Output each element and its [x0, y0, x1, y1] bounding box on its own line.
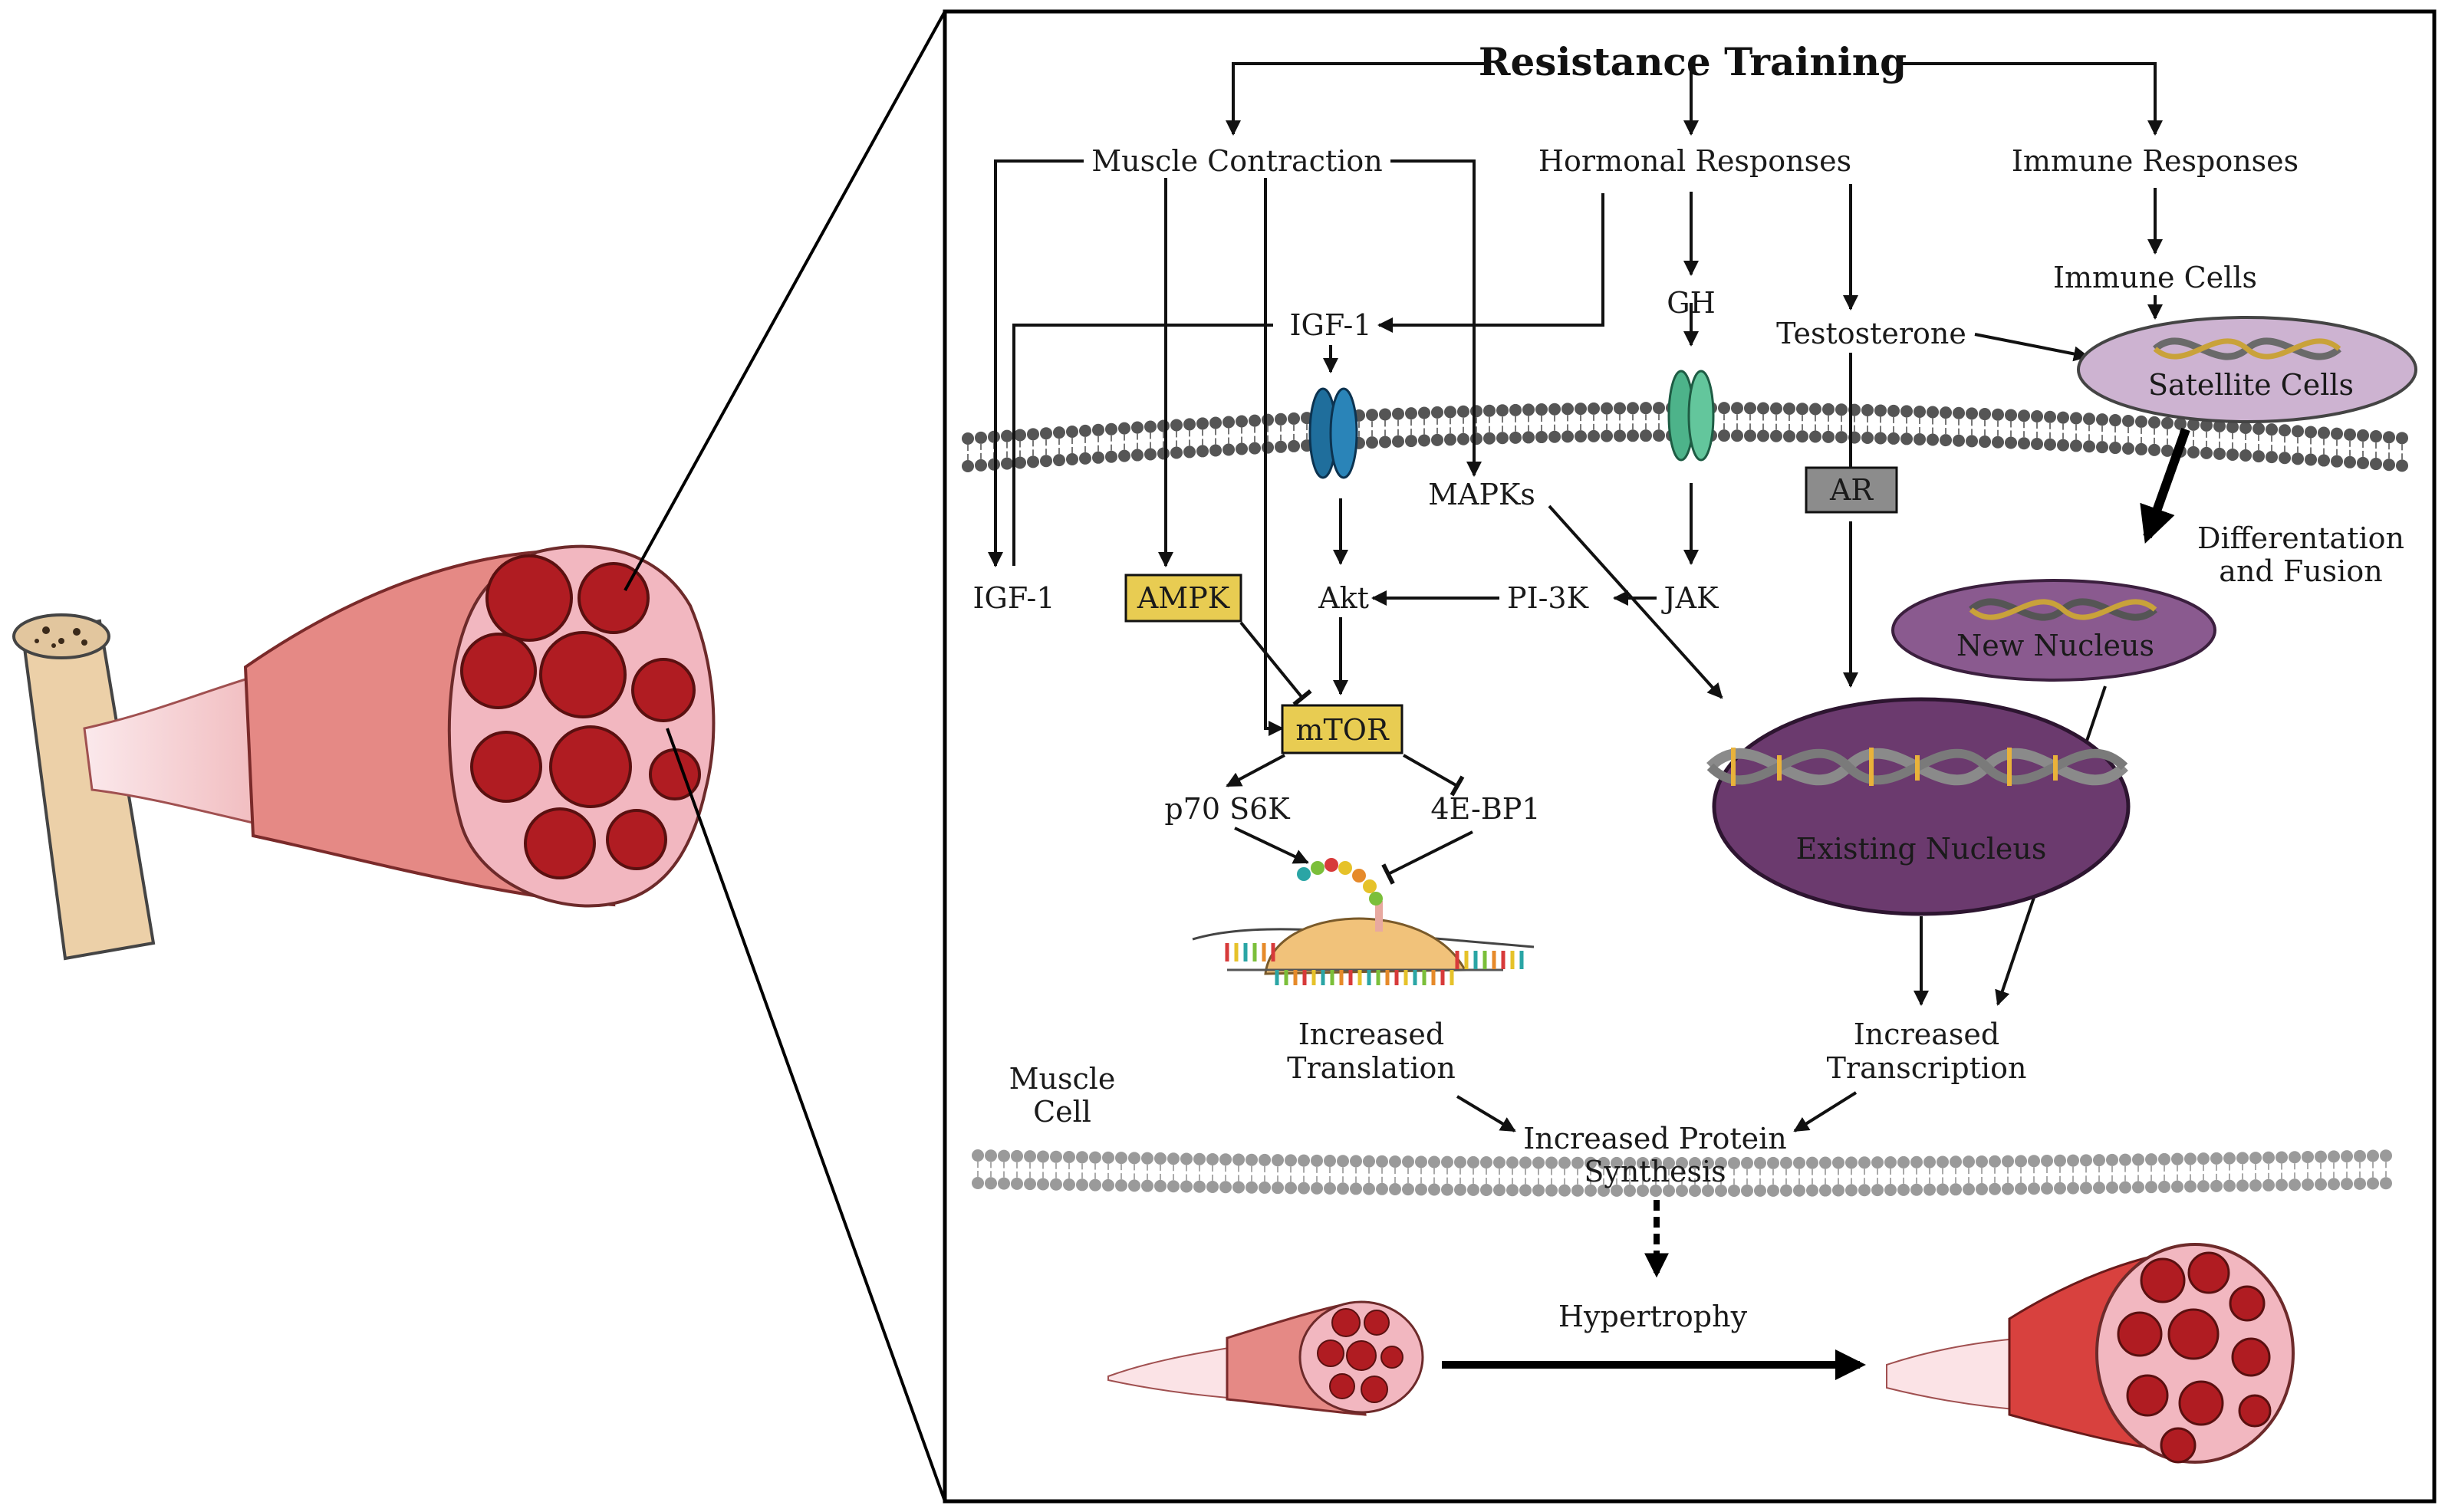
label-new-nucleus: New Nucleus [1956, 629, 2154, 662]
label-p70s6k: p70 S6K [1164, 792, 1290, 826]
existing-nucleus [1706, 697, 2131, 916]
label-immune-cells: Immune Cells [2053, 261, 2257, 294]
label-igf1-left: IGF-1 [972, 581, 1055, 615]
label-muscle-cell-2: Cell [1033, 1095, 1091, 1129]
label-muscle-contraction: Muscle Contraction [1091, 144, 1382, 178]
mtor-box [1281, 704, 1403, 754]
label-transcription-1: Increased [1854, 1017, 1999, 1051]
zoom-line-bottom [666, 728, 946, 1502]
zoom-line-top [624, 11, 946, 591]
label-4ebp1: 4E-BP1 [1430, 792, 1540, 826]
label-protein-2: Synthesis [1584, 1155, 1726, 1188]
small-muscle [1107, 1300, 1424, 1416]
label-existing-nucleus: Existing Nucleus [1796, 832, 2047, 866]
diagram-title: Resistance Training [1479, 39, 1907, 84]
label-igf1-top: IGF-1 [1289, 308, 1371, 342]
label-mtor: mTOR [1295, 713, 1390, 747]
label-transcription-2: Transcription [1827, 1051, 2027, 1085]
label-translation-2: Translation [1287, 1051, 1456, 1085]
label-satellite-cells: Satellite Cells [2148, 368, 2354, 402]
label-muscle-cell-1: Muscle [1009, 1062, 1116, 1096]
label-akt: Akt [1318, 581, 1369, 615]
satellite-cells [2077, 316, 2417, 423]
label-hypertrophy: Hypertrophy [1558, 1300, 1748, 1333]
large-muscle-hypertrophied [1886, 1243, 2295, 1464]
ar-box [1805, 466, 1898, 514]
ampk-box [1124, 574, 1242, 623]
igf1-receptor [1308, 387, 1358, 479]
bone-end [12, 613, 110, 659]
ribosome-illustration [1192, 858, 1535, 985]
label-gh: GH [1667, 286, 1716, 320]
label-pi3k: PI-3K [1507, 581, 1589, 615]
new-nucleus [1891, 579, 2216, 682]
peptide-chain [1297, 858, 1383, 906]
fascicles [460, 554, 701, 879]
label-diff-line2: and Fusion [2219, 554, 2382, 588]
label-jak: JAK [1660, 581, 1719, 615]
label-protein-1: Increased Protein [1523, 1122, 1786, 1155]
label-testosterone: Testosterone [1776, 317, 1966, 350]
gh-receptor [1667, 370, 1715, 462]
label-ar: AR [1829, 473, 1874, 507]
label-diff-line1: Differentation [2197, 521, 2404, 555]
label-hormonal-responses: Hormonal Responses [1538, 144, 1851, 178]
label-ampk: AMPK [1137, 581, 1230, 615]
label-immune-responses: Immune Responses [2012, 144, 2299, 178]
label-translation-1: Increased [1298, 1017, 1444, 1051]
large-muscle-illustration [12, 544, 716, 961]
label-mapks: MAPKs [1428, 478, 1535, 511]
bone-pores [35, 626, 87, 648]
connectors [988, 62, 2190, 1380]
cell-membrane-bottom [972, 1149, 2392, 1197]
